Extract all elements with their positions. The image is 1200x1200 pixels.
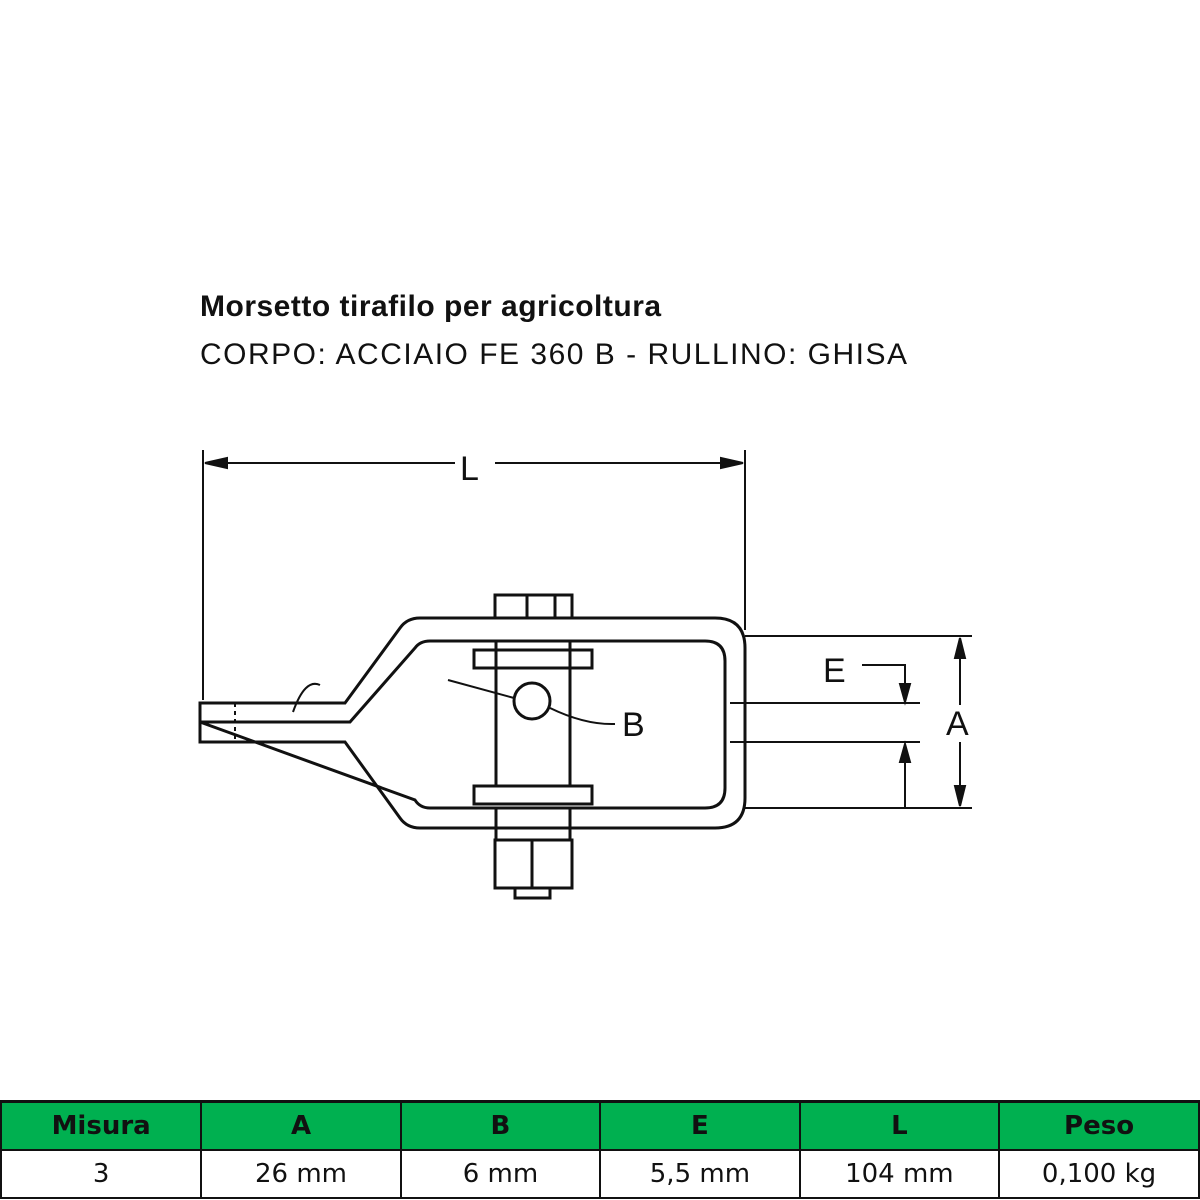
header-a: A bbox=[200, 1100, 402, 1151]
cell-misura: 3 bbox=[0, 1149, 203, 1199]
cell-e: 5,5 mm bbox=[599, 1149, 801, 1199]
bolt-roller: B bbox=[447, 593, 645, 900]
header-e: E bbox=[599, 1100, 801, 1151]
header-misura: Misura bbox=[0, 1100, 203, 1151]
header-b: B bbox=[399, 1100, 602, 1151]
cell-a: 26 mm bbox=[200, 1149, 402, 1199]
dimension-L: L bbox=[202, 450, 746, 700]
dimension-A: A bbox=[745, 635, 972, 809]
clamp-body bbox=[198, 616, 747, 830]
header-peso: Peso bbox=[998, 1100, 1200, 1151]
label-L: L bbox=[460, 450, 479, 488]
label-B: B bbox=[622, 706, 645, 744]
label-E: E bbox=[823, 652, 846, 690]
cell-l: 104 mm bbox=[798, 1149, 1001, 1199]
cell-peso: 0,100 kg bbox=[998, 1149, 1200, 1199]
material-subtitle: CORPO: ACCIAIO FE 360 B - RULLINO: GHISA bbox=[200, 338, 909, 371]
spec-table: Misura A B E L Peso 3 26 mm 6 mm 5,5 mm … bbox=[0, 1100, 1200, 1199]
table-row: 3 26 mm 6 mm 5,5 mm 104 mm 0,100 kg bbox=[0, 1149, 1200, 1199]
product-title: Morsetto tirafilo per agricoltura bbox=[200, 290, 662, 323]
table-header-row: Misura A B E L Peso bbox=[0, 1100, 1200, 1151]
dimension-E: E bbox=[730, 652, 920, 808]
label-A: A bbox=[946, 705, 969, 743]
header-l: L bbox=[798, 1100, 1001, 1151]
cell-b: 6 mm bbox=[399, 1149, 602, 1199]
